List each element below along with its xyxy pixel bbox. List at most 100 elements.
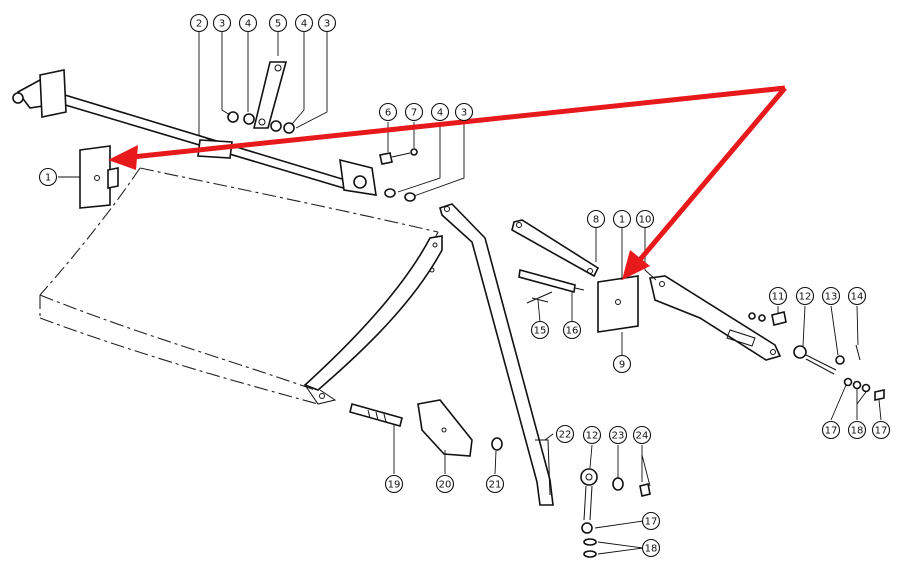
callout-18-right: 18: [847, 420, 867, 440]
callout-circle: [847, 286, 867, 306]
callout-circle: [435, 474, 455, 494]
callout-circle: [485, 474, 505, 494]
callout-number: 20: [439, 480, 452, 491]
callout-14: 14: [847, 286, 867, 306]
callout-circle: [212, 13, 232, 33]
callout-20: 20: [435, 474, 455, 494]
callout-number: 1: [619, 215, 625, 226]
callout-circle: [430, 102, 450, 122]
callout-circle: [641, 511, 661, 531]
callout-number: 3: [324, 19, 330, 30]
callout-number: 17: [645, 517, 658, 528]
callout-10: 10: [635, 209, 655, 229]
callout-top-2: 2: [189, 13, 209, 33]
callout-number: 16: [566, 326, 579, 337]
callout-number: 18: [851, 426, 864, 437]
callout-12-bottom: 12: [582, 425, 602, 445]
callout-number: 19: [388, 480, 401, 491]
callout-4-mid: 4: [430, 102, 450, 122]
callout-number: 4: [301, 19, 307, 30]
callout-number: 9: [619, 360, 625, 371]
callout-number: 24: [636, 431, 649, 442]
leader-lines: [58, 32, 882, 555]
bracket-arm: [649, 275, 782, 361]
hardware-right: [748, 311, 885, 401]
callout-circle: [317, 13, 337, 33]
callout-number: 11: [772, 292, 785, 303]
callout-16: 16: [562, 320, 582, 340]
callout-3-mid: 3: [454, 102, 474, 122]
washers-top: [227, 61, 295, 134]
callout-number: 3: [461, 108, 467, 119]
callout-top-5: 5: [268, 13, 288, 33]
callout-number: 6: [385, 108, 391, 119]
callout-number: 1: [45, 173, 51, 184]
callout-circle: [821, 286, 841, 306]
callout-11: 11: [768, 286, 788, 306]
callout-number: 18: [645, 544, 658, 555]
callout-number: 4: [437, 108, 443, 119]
callout-circle: [555, 424, 575, 444]
callout-circle: [821, 420, 841, 440]
callout-number: 17: [875, 426, 888, 437]
callout-number: 22: [559, 430, 572, 441]
callout-circle: [612, 354, 632, 374]
callout-circle: [768, 286, 788, 306]
callout-7: 7: [404, 102, 424, 122]
lever-arm: [439, 203, 554, 506]
callout-number: 12: [586, 431, 599, 442]
callout-circle: [847, 420, 867, 440]
callout-number: 23: [612, 431, 625, 442]
bolt-group-6-7: [379, 148, 418, 202]
callout-22: 22: [555, 424, 575, 444]
plate-left: [79, 145, 119, 209]
callout-number: 12: [799, 292, 812, 303]
callout-circle: [38, 167, 58, 187]
callout-circle: [795, 286, 815, 306]
callout-1-right: 1: [612, 209, 632, 229]
callout-1-left: 1: [38, 167, 58, 187]
callout-top-3a: 3: [212, 13, 232, 33]
callout-number: 14: [851, 292, 864, 303]
main-shaft: [12, 69, 377, 196]
callout-number: 3: [219, 19, 225, 30]
callout-circle: [562, 320, 582, 340]
callout-circle: [586, 209, 606, 229]
callout-circle: [635, 209, 655, 229]
callout-number: 13: [825, 292, 838, 303]
callout-number: 15: [534, 326, 547, 337]
callout-circle: [384, 474, 404, 494]
callout-17-bottom: 17: [641, 511, 661, 531]
callout-13: 13: [821, 286, 841, 306]
callout-number: 7: [411, 108, 417, 119]
callout-18-bottom: 18: [641, 538, 661, 558]
callout-circle: [608, 425, 628, 445]
callout-6: 6: [378, 102, 398, 122]
callout-circle: [378, 102, 398, 122]
callout-top-4a: 4: [238, 13, 258, 33]
callout-number: 17: [825, 426, 838, 437]
drum-shield: [39, 167, 443, 405]
callout-17-right: 17: [821, 420, 841, 440]
callout-number: 21: [489, 480, 502, 491]
hardware-bottom-left: [349, 399, 503, 457]
callout-17-far: 17: [871, 420, 891, 440]
callout-number: 2: [196, 19, 202, 30]
callout-circle: [632, 425, 652, 445]
callout-8: 8: [586, 209, 606, 229]
callout-number: 5: [275, 19, 281, 30]
callout-circle: [238, 13, 258, 33]
callout-circle: [268, 13, 288, 33]
red-arrows: [108, 85, 787, 280]
callout-circle: [454, 102, 474, 122]
callout-circle: [404, 102, 424, 122]
callout-24: 24: [632, 425, 652, 445]
callout-19: 19: [384, 474, 404, 494]
callout-12-right: 12: [795, 286, 815, 306]
callout-circle: [612, 209, 632, 229]
callout-circle: [641, 538, 661, 558]
callout-top-3b: 3: [317, 13, 337, 33]
plate-right: [597, 275, 639, 333]
